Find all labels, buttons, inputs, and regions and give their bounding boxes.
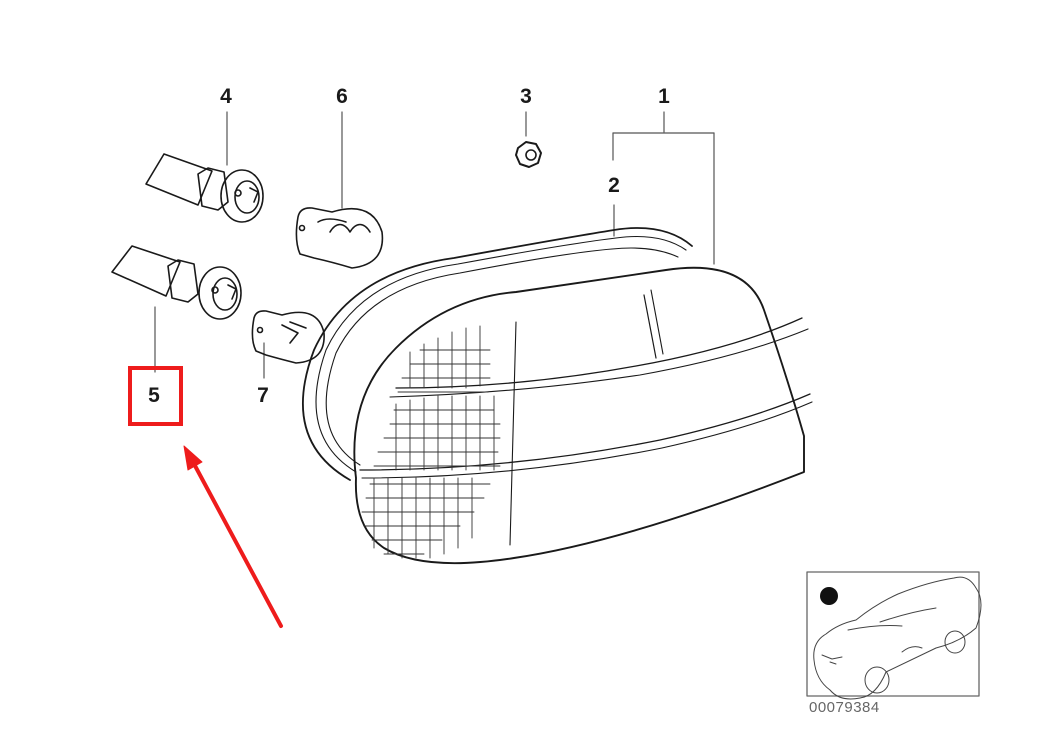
socket-upper-icon	[145, 153, 264, 223]
callout-3: 3	[520, 85, 532, 108]
part-number: 00079384	[809, 699, 880, 716]
bulb-large-icon	[295, 207, 384, 269]
callout-7: 7	[257, 384, 269, 407]
highlight-box	[128, 366, 183, 426]
callout-2: 2	[608, 174, 620, 197]
hex-nut-icon	[515, 141, 542, 168]
gasket-icon	[302, 227, 693, 481]
callout-6: 6	[336, 85, 348, 108]
callout-4: 4	[220, 85, 232, 108]
callout-5: 5	[148, 384, 160, 407]
locator-inset	[806, 571, 982, 700]
tail-light-housing-icon	[353, 266, 813, 565]
highlight-arrow	[183, 445, 283, 628]
leader-lines	[154, 111, 715, 379]
callout-1: 1	[658, 85, 670, 108]
lens-grid-pattern	[361, 325, 501, 559]
location-dot-icon	[820, 587, 838, 605]
bulb-small-icon	[251, 310, 325, 364]
socket-lower-icon	[111, 245, 242, 320]
